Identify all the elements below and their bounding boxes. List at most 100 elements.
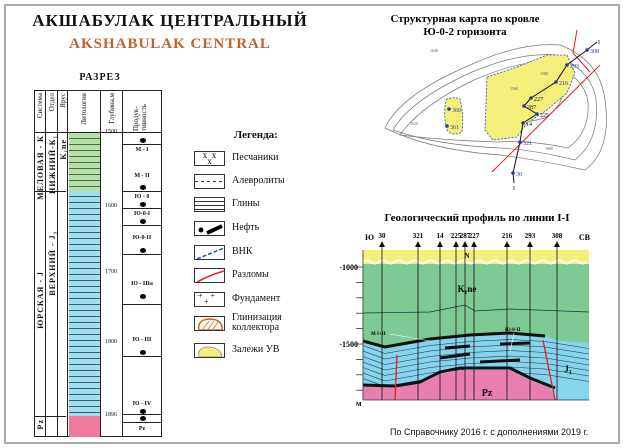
unit-n-label: N <box>464 252 469 260</box>
source-credit: По Справочнику 2016 г. с дополнениями 20… <box>390 427 589 437</box>
map-deposit-west <box>444 97 464 135</box>
well-arrow-icon <box>554 241 560 247</box>
map-well-marker <box>585 48 589 52</box>
profile-fault <box>394 354 398 401</box>
clay-swatch-icon <box>194 196 225 212</box>
deposit-swatch-icon <box>194 342 225 358</box>
depth-1800: 1800 <box>105 339 117 345</box>
oil-lenses <box>439 341 531 364</box>
contour-label: 1600 <box>545 146 553 151</box>
map-title-1: Структурная карта по кровле <box>390 13 539 25</box>
map-well-marker <box>529 96 533 100</box>
bedding-line <box>362 339 590 354</box>
depth-1896: 1896 <box>105 412 117 418</box>
prod-m2: М - II <box>134 173 150 179</box>
profile-well-label: 308 <box>552 232 563 240</box>
map-well-label: 14 <box>526 122 532 128</box>
profile-well-label: 227 <box>469 232 480 240</box>
map-well-label: 227 <box>534 97 543 103</box>
depth-label-1500: -1500 <box>339 340 358 349</box>
line-end-label: I <box>598 40 600 46</box>
legend-oil: Нефть <box>194 218 259 238</box>
map-well-marker <box>522 104 526 108</box>
well-arrow-icon <box>471 241 477 247</box>
map-well-marker <box>521 121 525 125</box>
well-arrow-icon <box>462 241 468 247</box>
prod-yu0-2: Ю-0-II <box>132 235 152 241</box>
horizon-yu-label: Ю-0-II <box>505 328 520 333</box>
legend-faults: Разломы <box>194 265 269 285</box>
siltstone-swatch-icon <box>194 173 225 189</box>
prod-yu4: Ю - IV <box>132 401 152 407</box>
map-well-label: 287 <box>527 105 536 111</box>
profile-well-label: 321 <box>413 232 424 240</box>
map-well-label: 308 <box>590 49 599 55</box>
map-well-marker <box>445 124 449 128</box>
depth-1600: 1600 <box>105 203 117 209</box>
map-well-label: 360 <box>452 108 461 114</box>
contour-label: 1620 <box>410 121 418 126</box>
lithology-basement <box>69 416 100 437</box>
unconformity-line <box>362 259 588 265</box>
direction-northeast: СВ <box>579 233 591 242</box>
map-well-marker <box>447 107 451 111</box>
profile-well-label: 287 <box>460 232 471 240</box>
contour-label: 1580 <box>540 71 548 76</box>
prod-yu3a: Ю - IIIа <box>131 281 153 287</box>
depth-unit-label: м <box>356 399 362 408</box>
prod-pz: Pz <box>138 426 146 432</box>
map-well-label: 30 <box>516 172 522 178</box>
profile-well-label: 225 <box>451 232 462 240</box>
oil-swatch-icon <box>194 220 225 236</box>
legend-basement: + + +Фундамент <box>194 289 280 309</box>
depth-1700: 1700 <box>105 269 117 275</box>
map-well-label: 293 <box>570 64 579 70</box>
map-title-2: Ю-0-2 горизонта <box>423 26 507 38</box>
well-arrow-icon <box>527 241 533 247</box>
unit-j3-label: J₃ <box>564 364 572 374</box>
legend-hydrocarbon-deposits: Залежи УВ <box>194 340 279 360</box>
prod-yu3: Ю - III <box>132 337 152 343</box>
map-well-label: 321 <box>523 141 532 147</box>
legend-owc: ВНК <box>194 242 253 262</box>
prod-yu0: Ю - 0 <box>134 194 150 200</box>
profile-title: Геологический профиль по линии I-I <box>385 212 570 224</box>
map-well-label: 361 <box>450 125 459 131</box>
depth-label-1000: -1000 <box>339 263 358 272</box>
map-fault <box>491 64 601 173</box>
unit-n-layer <box>363 250 589 264</box>
field-title-ru: АКШАБУЛАК ЦЕНТРАЛЬНЫЙ <box>32 11 308 30</box>
profile-well-label: 216 <box>502 232 513 240</box>
prod-m1: М - I <box>135 147 149 153</box>
unit-k1ne-layer <box>363 264 589 346</box>
owc-swatch-icon <box>194 244 225 260</box>
oil-layer <box>362 366 556 390</box>
unit-pz-layer <box>363 370 557 400</box>
profile-well-label: 30 <box>379 232 387 240</box>
line-end-label: I <box>513 186 515 192</box>
well-arrow-icon <box>415 241 421 247</box>
direction-south: Ю <box>365 233 374 242</box>
section-title: РАЗРЕЗ <box>79 72 121 83</box>
map-well-label: 216 <box>559 81 568 87</box>
basement-swatch-icon: + + + <box>194 291 225 307</box>
fault-swatch-icon <box>194 267 225 283</box>
page-frame <box>4 4 620 444</box>
well-arrow-icon <box>504 241 510 247</box>
contour-label: 1640 <box>430 48 438 53</box>
map-well-marker <box>511 171 515 175</box>
stratigraphic-column: Система Отдел Ярус Литология Глубина,м П… <box>34 90 162 437</box>
profile-well-label: 14 <box>437 232 445 240</box>
column-header <box>35 91 161 133</box>
well-arrow-icon <box>379 241 385 247</box>
well-arrow-icon <box>437 241 443 247</box>
map-fault <box>572 29 591 73</box>
unit-k1ne-label: K₁ne <box>458 284 477 294</box>
legend-clay: Глины <box>194 194 259 214</box>
bedding-line <box>362 355 590 371</box>
profile-fault <box>542 339 556 401</box>
horizon-m-label: М I+II <box>371 332 386 337</box>
field-title-en: AKSHABULAK CENTRAL <box>69 36 271 52</box>
oil-layer <box>362 331 546 349</box>
